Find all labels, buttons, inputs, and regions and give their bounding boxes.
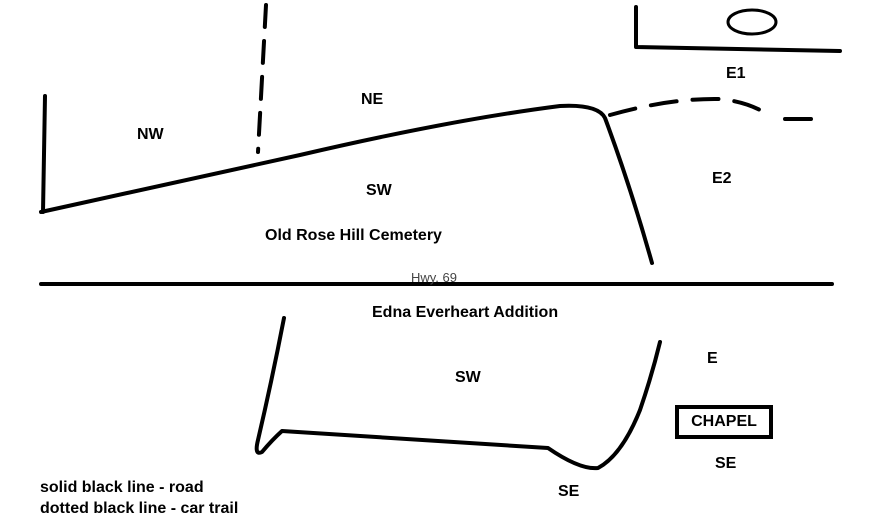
section-label-nw: NW <box>137 126 164 143</box>
addition-name: Edna Everheart Addition <box>372 304 559 321</box>
chapel-box: CHAPEL <box>675 405 773 439</box>
car-trail-east <box>608 96 814 121</box>
section-label-se-chapel: SE <box>715 455 737 472</box>
chapel-label: CHAPEL <box>691 413 757 430</box>
section-label-e1: E1 <box>726 65 746 82</box>
pond-oval <box>726 8 778 36</box>
section-label-sw-south: SW <box>455 369 481 386</box>
highway-label: Hwy. 69 <box>411 270 457 285</box>
car-trail-north-vertical <box>256 3 268 154</box>
cemetery-name: Old Rose Hill Cemetery <box>265 227 442 244</box>
road-south-loop <box>254 316 662 471</box>
section-label-e2: E2 <box>712 170 732 187</box>
road-north-main <box>39 103 654 265</box>
road-west-vertical <box>41 94 47 214</box>
section-label-se-bottom: SE <box>558 483 580 500</box>
section-label-ne: NE <box>361 91 384 108</box>
legend-dotted-line: dotted black line - car trail <box>40 500 239 517</box>
road-top-right <box>634 5 842 53</box>
section-label-e-south: E <box>707 350 718 367</box>
legend-solid-line: solid black line - road <box>40 479 204 496</box>
section-label-sw-north: SW <box>366 182 392 199</box>
